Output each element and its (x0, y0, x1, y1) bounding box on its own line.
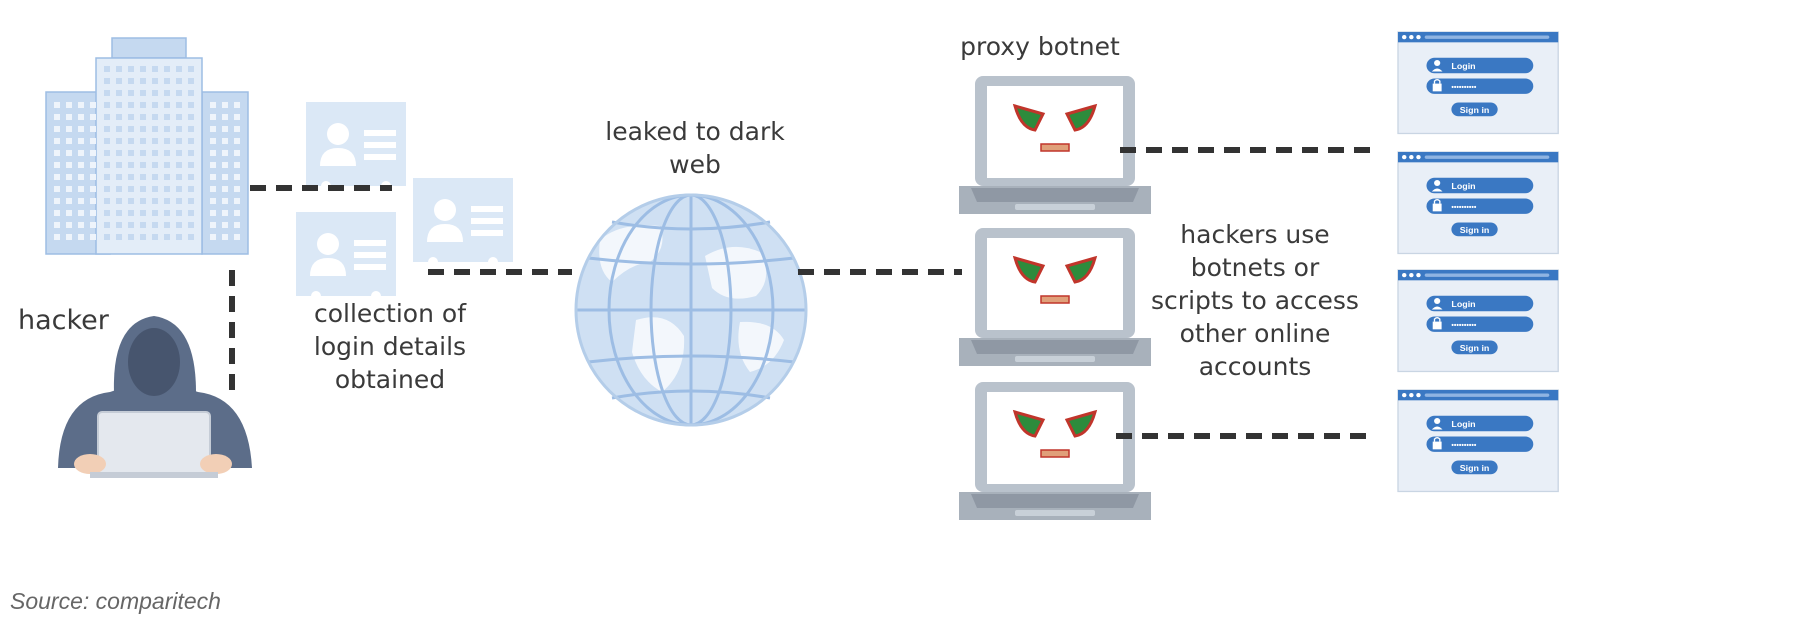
password-mask: •••••••••• (1451, 323, 1476, 330)
id-card-icon (296, 212, 396, 301)
id-card-icon (413, 178, 513, 267)
collection-label-line-1: collection of (314, 299, 466, 328)
leaked-label-line-2: web (669, 150, 721, 179)
infected-laptop-icon (957, 226, 1153, 368)
infected-laptop-icon (957, 74, 1153, 216)
login-label: Login (1451, 419, 1475, 429)
sign-in-button[interactable]: Sign in (1460, 105, 1490, 115)
password-mask: •••••••••• (1451, 443, 1476, 450)
sign-in-button[interactable]: Sign in (1460, 343, 1490, 353)
login-window-icon: Login •••••••••• Sign in (1397, 269, 1559, 373)
hackers-use-line-4: other online (1179, 319, 1331, 348)
hackers-use-line-1: hackers use (1180, 220, 1330, 249)
source-caption: Source: comparitech (10, 588, 221, 614)
leaked-label-line-1: leaked to dark (605, 117, 785, 146)
login-window-icon: Login •••••••••• Sign in (1397, 31, 1559, 135)
login-window-icon: Login •••••••••• Sign in (1397, 151, 1559, 255)
login-label: Login (1451, 299, 1475, 309)
id-card-icon (306, 102, 406, 191)
hacker-icon (58, 316, 252, 478)
password-mask: •••••••••• (1451, 85, 1476, 92)
sign-in-button[interactable]: Sign in (1460, 463, 1490, 473)
collection-label: collection of login details obtained (300, 297, 480, 396)
login-label: Login (1451, 61, 1475, 71)
hackers-use-line-3: scripts to access (1151, 286, 1359, 315)
leaked-label: leaked to dark web (600, 115, 790, 181)
hackers-use-label: hackers use botnets or scripts to access… (1150, 218, 1360, 383)
infected-laptop-icon (957, 380, 1153, 522)
building-icon (45, 37, 249, 255)
collection-label-line-2: login details (313, 332, 467, 361)
sign-in-button[interactable]: Sign in (1460, 225, 1490, 235)
hackers-use-line-2: botnets or (1190, 253, 1320, 282)
connector-lines (229, 147, 1372, 439)
globe-icon (574, 193, 808, 427)
password-mask: •••••••••• (1451, 205, 1476, 212)
hacker-label: hacker (18, 305, 109, 336)
collection-label-line-3: obtained (334, 365, 446, 394)
hackers-use-line-5: accounts (1198, 352, 1312, 381)
login-label: Login (1451, 181, 1475, 191)
proxy-botnet-label: proxy botnet (960, 32, 1120, 61)
login-window-icon: Login •••••••••• Sign in (1397, 389, 1559, 493)
